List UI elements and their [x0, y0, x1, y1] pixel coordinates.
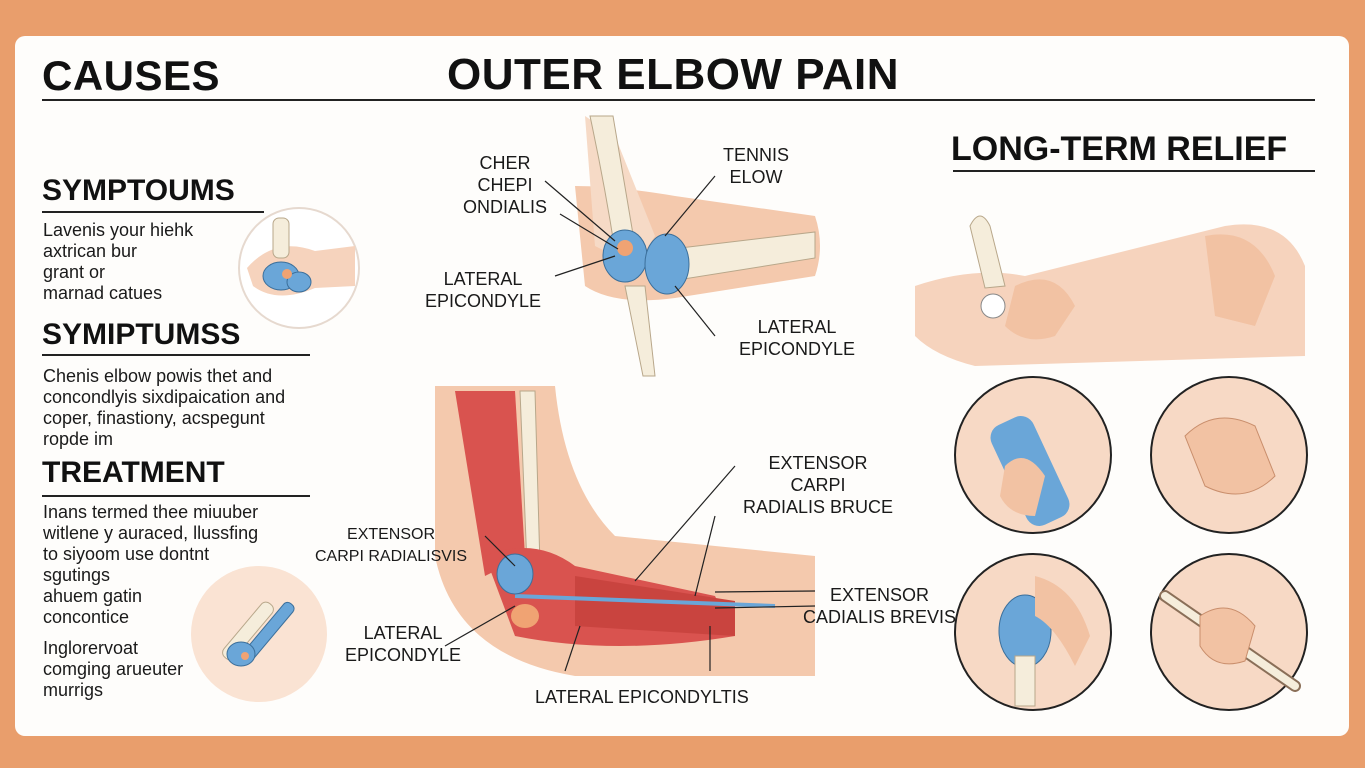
- label-cher-chepi: CHER CHEPI ONDIALIS: [463, 153, 548, 217]
- treatment-text: Inans termed thee miuuber witlene y aura…: [43, 502, 259, 627]
- forearm-muscles-illustration: [435, 386, 815, 676]
- symptoms-heading-2: SYMIPTUMSS: [42, 318, 241, 351]
- relief-circle-2-icon: [1150, 376, 1308, 534]
- label-lateral-epicondyle-2: LATERAL EPICONDYLE: [739, 317, 856, 359]
- relief-circle-3-icon: [954, 553, 1112, 711]
- relief-circle-4-icon: [1150, 553, 1308, 711]
- label-lateral-epicondyle-1: LATERAL EPICONDYLE: [425, 269, 542, 311]
- label-extensor-cadialis-brevis: EXTENSOR CADIALIS BREVIS: [803, 585, 957, 627]
- treatment-divider: [42, 495, 310, 497]
- elbow-joint-illustration: [575, 115, 820, 377]
- symptoms-divider-1: [42, 211, 264, 213]
- symptoms-divider-2: [42, 354, 310, 356]
- treatment-extra-text: Inglorervoat comging arueuter murrigs: [43, 638, 184, 700]
- label-extensor-carpi-radialisvis: EXTENSOR CARPI RADIALISVIS: [315, 526, 468, 565]
- symptoms-text-1: Lavenis your hiehk axtrican bur grant or…: [43, 220, 194, 303]
- joint-circle-icon: [238, 207, 360, 329]
- forearm-bones-icon: [191, 566, 327, 702]
- treatment-heading: TREATMENT: [42, 456, 225, 489]
- symptoms-heading-1: SYMPTOUMS: [42, 174, 235, 207]
- relief-circle-1-icon: [954, 376, 1112, 534]
- relief-divider: [953, 170, 1315, 172]
- label-extensor-carpi-radialis-bruce: EXTENSOR CARPI RADIALIS BRUCE: [743, 453, 894, 517]
- label-leader-lines: [444, 175, 816, 672]
- illustrations: [191, 115, 1308, 711]
- relief-heading: LONG-TERM RELIEF: [951, 130, 1288, 168]
- causes-heading: CAUSES: [42, 52, 221, 99]
- infographic-card: CAUSES OUTER ELBOW PAIN LONG-TERM RELIEF…: [15, 36, 1349, 736]
- wrist-stretch-illustration: [915, 215, 1305, 366]
- label-tennis-elbow: TENNIS ELOW: [723, 145, 790, 187]
- page-title: OUTER ELBOW PAIN: [447, 50, 900, 99]
- label-lateral-epicondyltis: LATERAL EPICONDYLTIS: [535, 687, 749, 707]
- label-lateral-epicondyle-3: LATERAL EPICONDYLE: [345, 623, 462, 665]
- symptoms-text-2: Chenis elbow powis thet and concondlyis …: [43, 366, 286, 449]
- header-divider: [42, 99, 1315, 101]
